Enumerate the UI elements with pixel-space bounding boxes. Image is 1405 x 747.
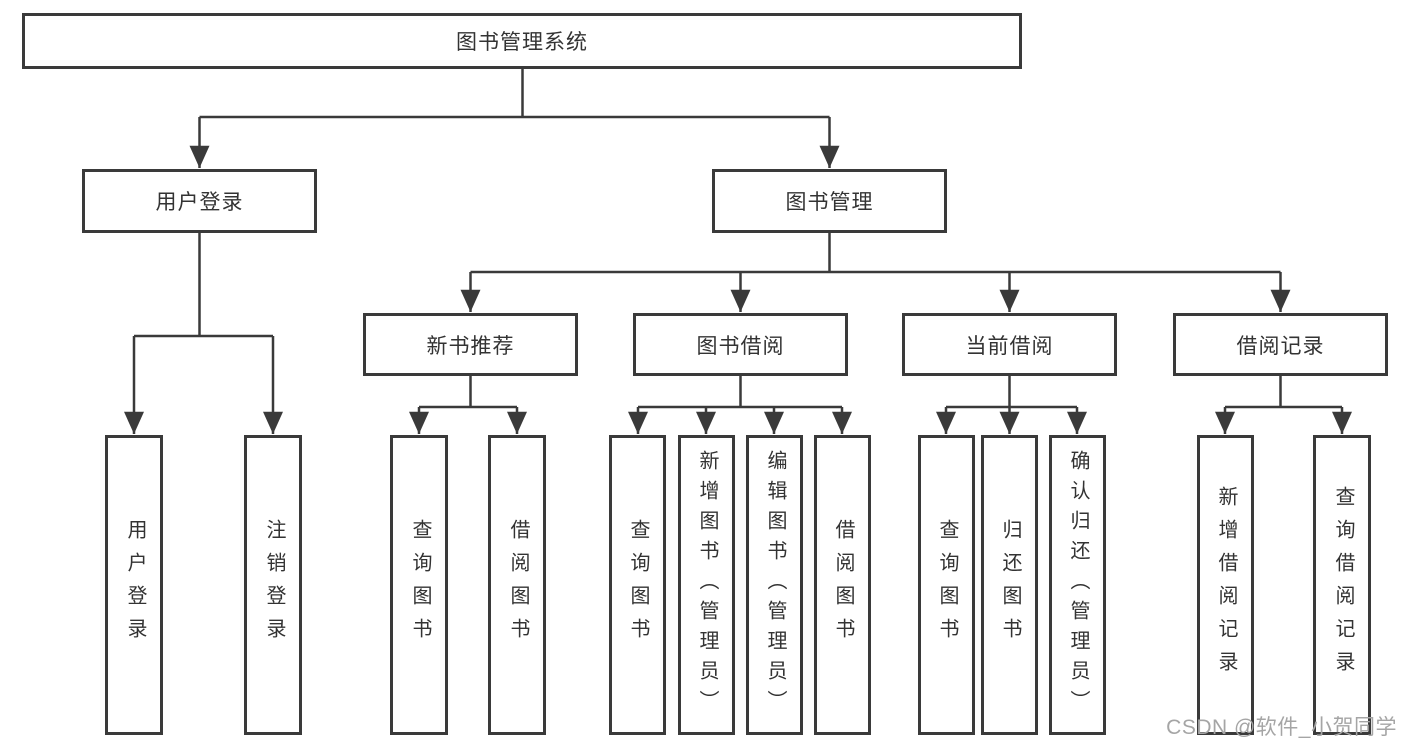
leaf-borrow-add-books-admin: 新增图书（管理员）	[678, 435, 735, 735]
leaf-borrow-search-books: 查询图书	[609, 435, 666, 735]
node-library-management-system: 图书管理系统	[22, 13, 1022, 69]
node-borrowing-records: 借阅记录	[1173, 313, 1388, 376]
leaf-logout: 注销登录	[244, 435, 302, 735]
leaf-borrow-borrow-books: 借阅图书	[814, 435, 871, 735]
node-user-login: 用户登录	[82, 169, 317, 233]
leaf-current-return-books: 归还图书	[981, 435, 1038, 735]
node-book-management: 图书管理	[712, 169, 947, 233]
node-current-borrowing: 当前借阅	[902, 313, 1117, 376]
node-book-borrowing: 图书借阅	[633, 313, 848, 376]
leaf-recommend-search-books: 查询图书	[390, 435, 448, 735]
csdn-watermark: CSDN @软件_小贺同学	[1166, 716, 1397, 739]
leaf-recommend-borrow-books: 借阅图书	[488, 435, 546, 735]
node-new-book-recommendation: 新书推荐	[363, 313, 578, 376]
leaf-user-login: 用户登录	[105, 435, 163, 735]
leaf-records-add-record: 新增借阅记录	[1197, 435, 1254, 735]
leaf-current-confirm-return-admin: 确认归还（管理员）	[1049, 435, 1106, 735]
leaf-borrow-edit-books-admin: 编辑图书（管理员）	[746, 435, 803, 735]
leaf-current-search-books: 查询图书	[918, 435, 975, 735]
leaf-records-search-record: 查询借阅记录	[1313, 435, 1371, 735]
